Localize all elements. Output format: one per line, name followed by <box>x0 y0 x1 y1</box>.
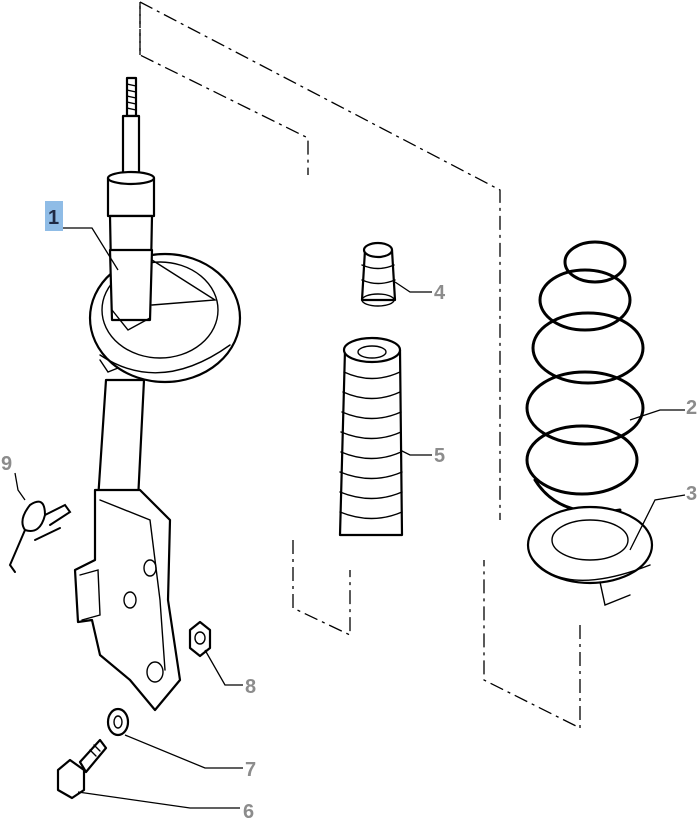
leader-3 <box>629 494 686 551</box>
callout-1-highlight-box <box>45 201 63 231</box>
leader-6 <box>77 791 240 809</box>
leader-7 <box>124 734 243 769</box>
part-4-bump-stop <box>360 241 397 307</box>
leader-5 <box>399 449 432 456</box>
leader-2 <box>629 409 685 421</box>
part-6-bolt <box>56 738 108 800</box>
leader-4 <box>394 281 432 293</box>
strut-threaded-tip <box>125 76 138 118</box>
callout-4: 4 <box>434 282 446 304</box>
part-1-shock-absorber <box>73 76 242 712</box>
leader-1 <box>63 227 119 271</box>
callout-labels: 1 2 3 4 5 6 7 8 9 <box>1 201 697 823</box>
leader-9 <box>14 472 26 501</box>
strut-spring-seat <box>88 248 242 384</box>
callout-1: 1 <box>48 207 59 229</box>
callout-8: 8 <box>245 676 256 698</box>
callout-7: 7 <box>245 759 256 781</box>
part-7-washer <box>106 707 130 737</box>
part-5-dust-boot <box>338 336 404 537</box>
assembly-group-frame <box>139 1 581 730</box>
strut-lower-tube <box>96 378 146 502</box>
part-3-spring-pad <box>526 505 654 606</box>
callout-2: 2 <box>686 397 697 419</box>
part-9-retaining-clip <box>8 500 72 573</box>
part-2-coil-spring <box>525 240 645 514</box>
callout-9: 9 <box>1 453 12 475</box>
part-8-nut <box>188 620 212 658</box>
leader-lines <box>14 227 686 809</box>
strut-piston-rod <box>121 114 141 180</box>
leader-8 <box>204 649 243 686</box>
callout-6: 6 <box>243 801 254 823</box>
callout-3: 3 <box>686 483 697 505</box>
callout-5: 5 <box>434 445 445 467</box>
strut-knuckle-bracket <box>73 488 182 712</box>
